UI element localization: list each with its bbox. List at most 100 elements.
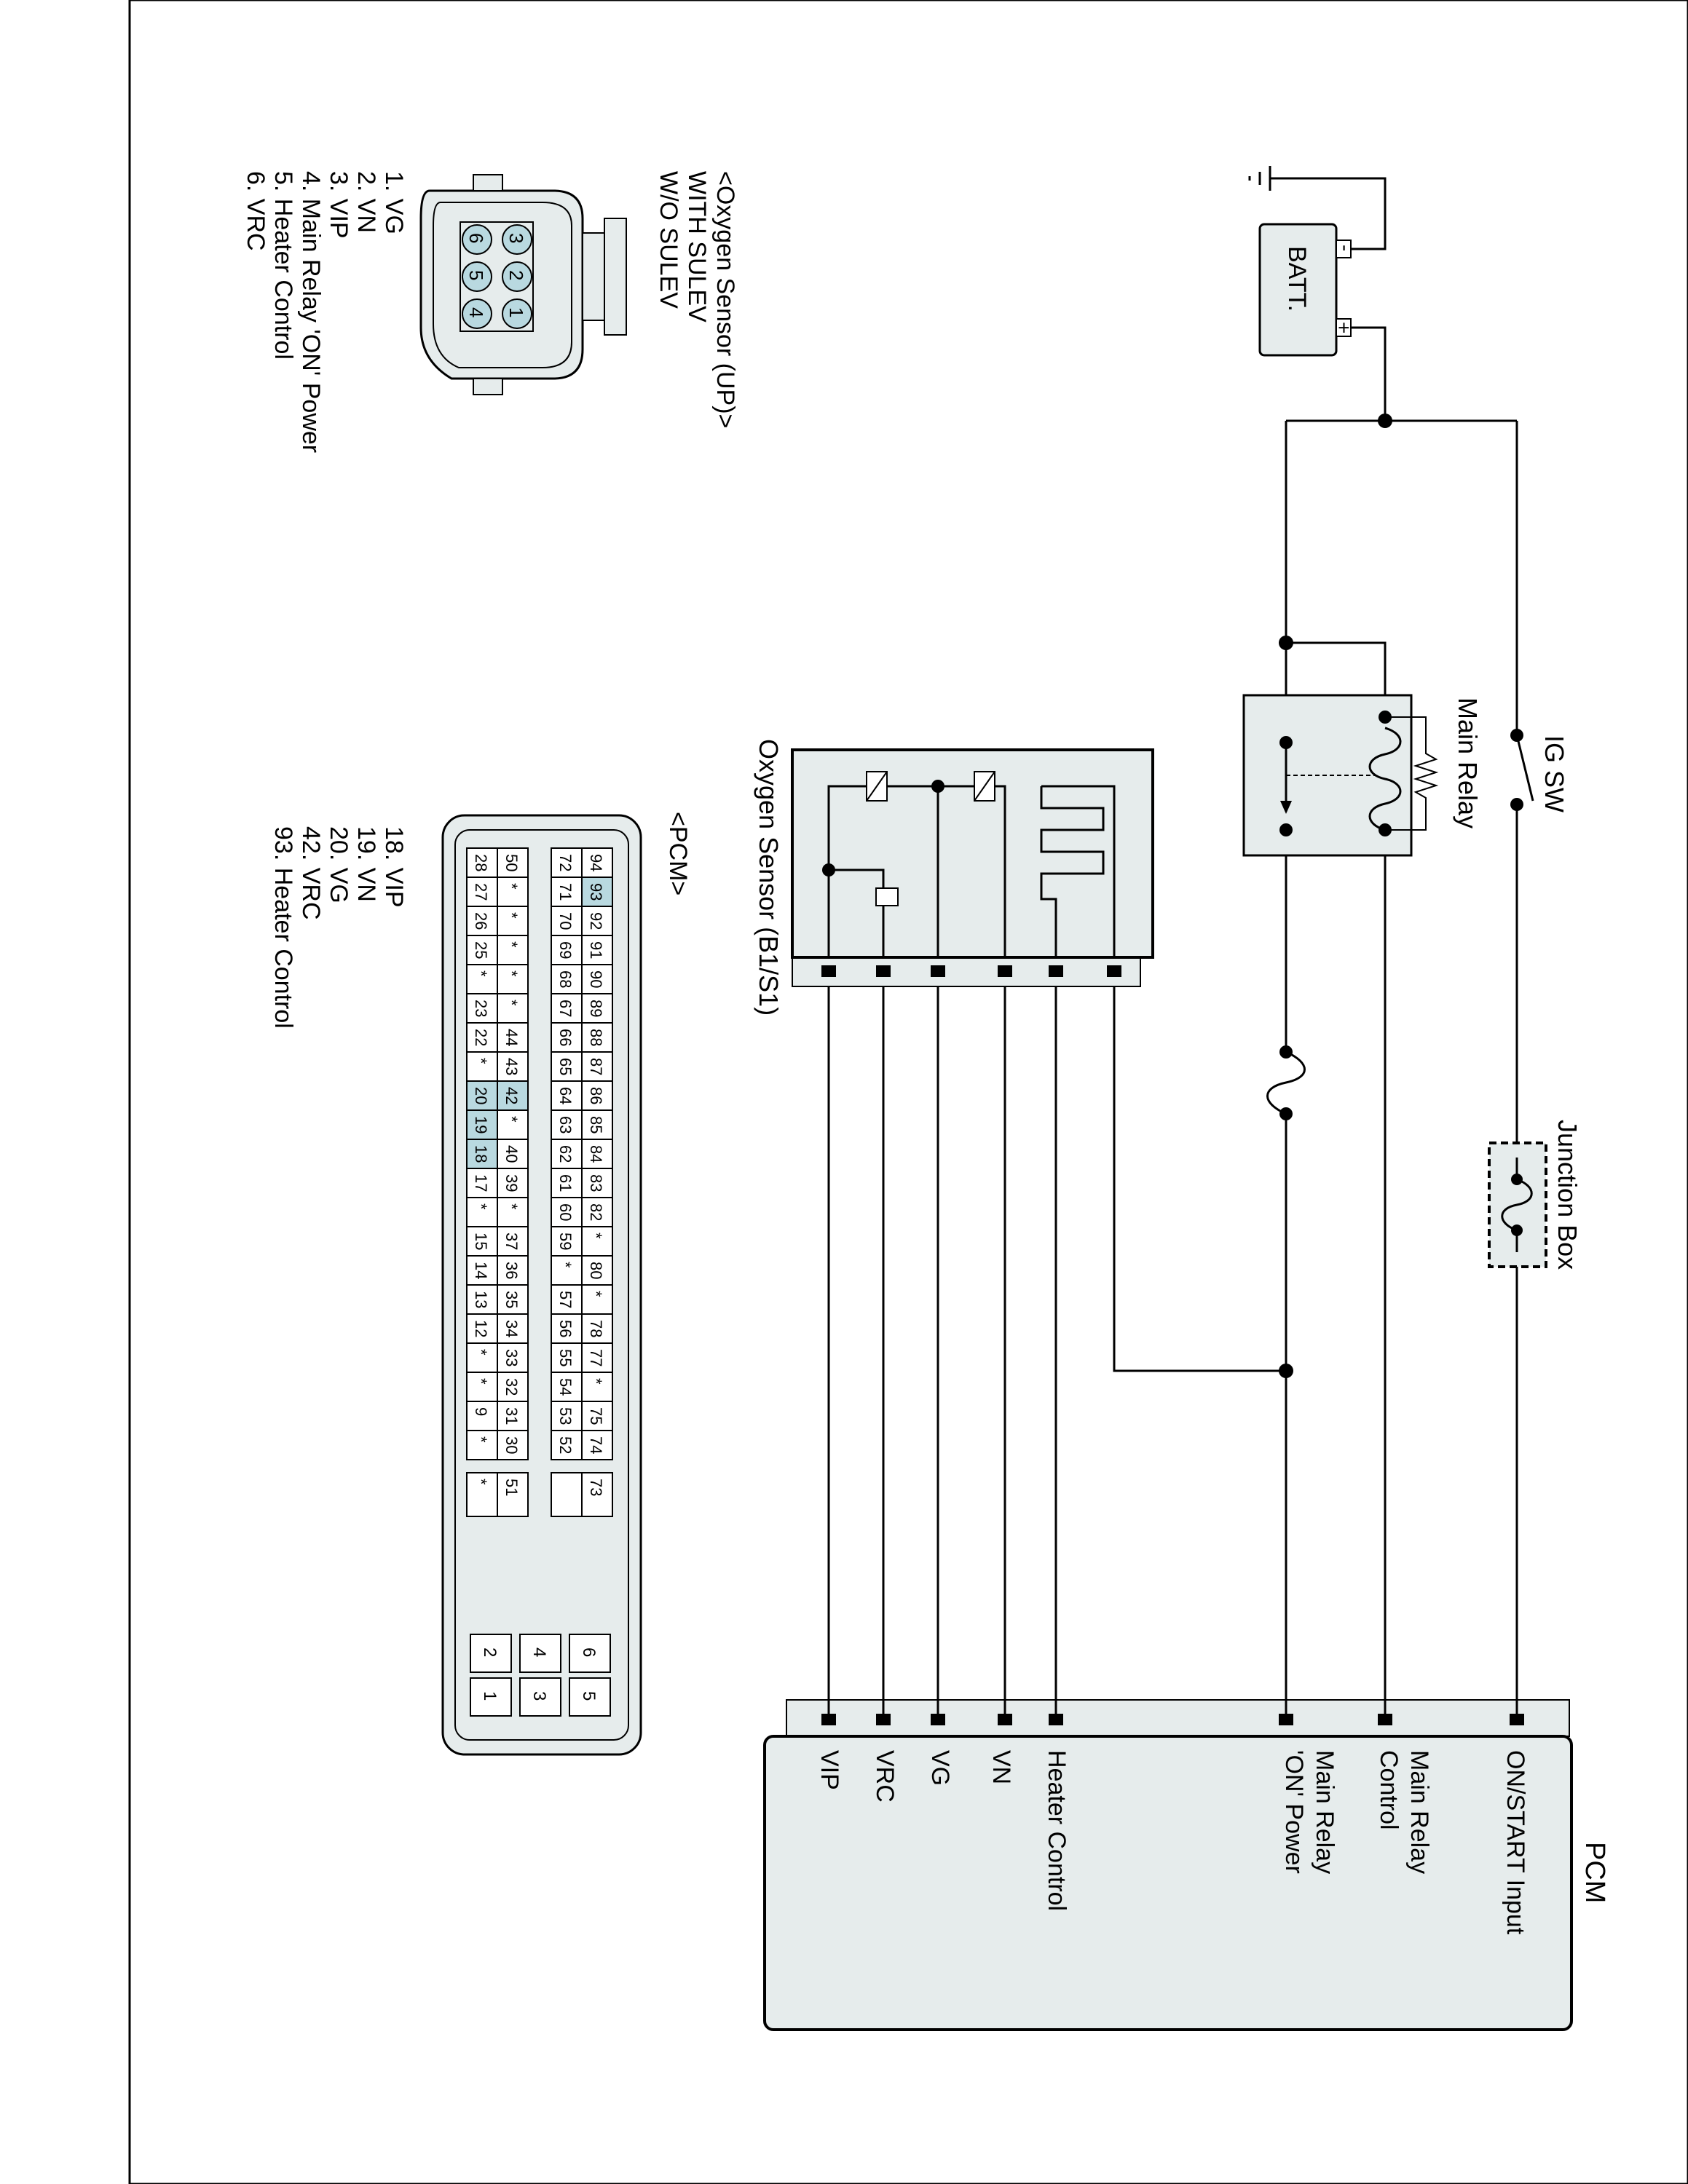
pcm-pin-number: 22 [472, 1029, 490, 1046]
pcm-pin-number: 93 [587, 883, 605, 901]
pcm-pin-number: 90 [587, 970, 605, 988]
pcm-pin-cell [581, 1313, 613, 1344]
junction-box: Junction Box [1488, 1120, 1582, 1270]
pcm-pin-number: 75 [587, 1407, 605, 1425]
pcm-pin-number: * [472, 1436, 490, 1443]
pcm-pin-number: 51 [502, 1479, 521, 1496]
pcm-aux-cell [519, 1634, 561, 1673]
pcm-legend-3: 20. VG [325, 826, 352, 903]
pcm-pin-number: 68 [556, 970, 575, 988]
pcm-pin-number: * [587, 1291, 605, 1297]
pcm-pin-cell [581, 1401, 613, 1431]
pcm-pin-cell [466, 847, 498, 878]
pcm-pin-number: 57 [556, 1291, 575, 1308]
pcm-pin-number: 18 [472, 1145, 490, 1163]
pcm-pin-cell [551, 1197, 583, 1227]
main-relay-label: Main Relay [1453, 697, 1483, 828]
pcm-legend: 18. VIP 19. VN 20. VG 42. VRC 93. Heater… [269, 826, 408, 1029]
pcm-pin-cell [551, 847, 583, 878]
pcm-pin-number: * [502, 1116, 521, 1123]
pcm-pin-cell [581, 1022, 613, 1053]
pcm-pin-number: 85 [587, 1116, 605, 1133]
pcm-pin-cell [581, 1372, 613, 1402]
pcm-box [763, 1735, 1573, 2031]
pcm-pin-number: 94 [587, 854, 605, 871]
pcm-pin-number: * [472, 1479, 490, 1485]
o2-pin-5: 5 [465, 270, 487, 280]
pcm-pin-number: * [502, 970, 521, 977]
pcm-pin-cell [466, 964, 498, 994]
oxygen-sensor-label: Oxygen Sensor (B1/S1) [754, 739, 784, 1016]
pcm-pin-cell [466, 906, 498, 936]
pcm-pin-number: 73 [587, 1479, 605, 1496]
pcm-legend-1: 18. VIP [380, 826, 408, 908]
pcm-pin-cell [497, 1255, 529, 1286]
pcm-pin-number: 17 [472, 1174, 490, 1192]
pcm-pin-number: * [502, 1000, 521, 1006]
pcm-pin-number: * [472, 1058, 490, 1064]
pcm-pin-cell [581, 1226, 613, 1257]
pcm-aux-number: 1 [480, 1691, 500, 1701]
pcm-pin-number: 84 [587, 1145, 605, 1163]
pcm-pin-number: 87 [587, 1058, 605, 1075]
pcm-pin-cell [466, 1372, 498, 1402]
pcm-pin-number: 72 [556, 854, 575, 871]
pcm-pin-vn: VN [987, 1750, 1015, 1784]
pcm-aux-cell [569, 1634, 611, 1673]
pcm-pin-number: 28 [472, 854, 490, 871]
pcm-pin-main-relay-control-2: Control [1375, 1750, 1403, 1830]
pcm-pin-number: 42 [502, 1087, 521, 1104]
pcm-pin-cell [581, 906, 613, 936]
pcm-pin-number: 9 [472, 1407, 490, 1416]
pcm-pin-number: 67 [556, 1000, 575, 1017]
pcm-pin-number: 88 [587, 1029, 605, 1046]
pcm-pin-number: 33 [502, 1349, 521, 1366]
pcm-pin-number: 62 [556, 1145, 575, 1163]
pcm-pin-number: 54 [556, 1378, 575, 1396]
pcm-pin-cell [497, 993, 529, 1024]
pcm-pin-number: 20 [472, 1087, 490, 1104]
pcm-pin-cell [581, 1197, 613, 1227]
pcm-title: PCM [1579, 1842, 1610, 1903]
junction-dots [1279, 414, 1392, 1378]
pcm-pin-cell [551, 1109, 583, 1140]
pcm-pin-cell [466, 1342, 498, 1373]
pcm-pin-cell [551, 1430, 583, 1460]
pcm-pin-cell [581, 964, 613, 994]
pcm-pin-cell [497, 1313, 529, 1344]
pcm-pin-cell [466, 1139, 498, 1169]
pcm-aux-number: 6 [579, 1647, 599, 1657]
pcm-pin-heater-control: Heater Control [1043, 1750, 1070, 1911]
pcm-pin-number: * [502, 941, 521, 948]
page-border [128, 0, 1688, 2184]
pcm-pin-number: 35 [502, 1291, 521, 1308]
pcm-pin-number: 55 [556, 1349, 575, 1366]
pcm-pin-number: 27 [472, 883, 490, 901]
pcm-pin-number: 13 [472, 1291, 490, 1308]
pcm-pin-cell [581, 1430, 613, 1460]
o2-legend-1: 1. VG [380, 171, 408, 234]
pcm-aux-number: 2 [480, 1647, 500, 1657]
pcm-pin-cell [551, 1226, 583, 1257]
o2-legend-3: 3. VIP [325, 171, 352, 239]
pcm-pin-number: 70 [556, 912, 575, 930]
pcm-pin-number: 61 [556, 1174, 575, 1192]
pcm-pin-cell [581, 1109, 613, 1140]
o2-legend-6: 6. VRC [242, 171, 269, 251]
pcm-pin-number: 77 [587, 1349, 605, 1366]
o2-connector-subtitle2: W/O SULEV [655, 171, 682, 309]
pcm-pin-number: * [587, 1233, 605, 1239]
pcm-connector-title: <PCM> [664, 812, 692, 895]
pcm-pin-cell [466, 1313, 498, 1344]
pcm-pin-cell [466, 1168, 498, 1198]
pcm-pin-cell [497, 847, 529, 878]
battery-minus-label: - [1334, 245, 1357, 251]
pcm-pin-cell [466, 1284, 498, 1315]
pcm-pin-on-start-input: ON/START Input [1502, 1750, 1529, 1935]
pcm-pin-number: 60 [556, 1203, 575, 1221]
pcm-pin-cell [551, 1255, 583, 1286]
pcm-pin-cell [497, 877, 529, 907]
pcm-aux-number: 3 [529, 1691, 549, 1701]
o2-legend: 1. VG 2. VN 3. VIP 4. Main Relay 'ON' Po… [242, 171, 408, 453]
